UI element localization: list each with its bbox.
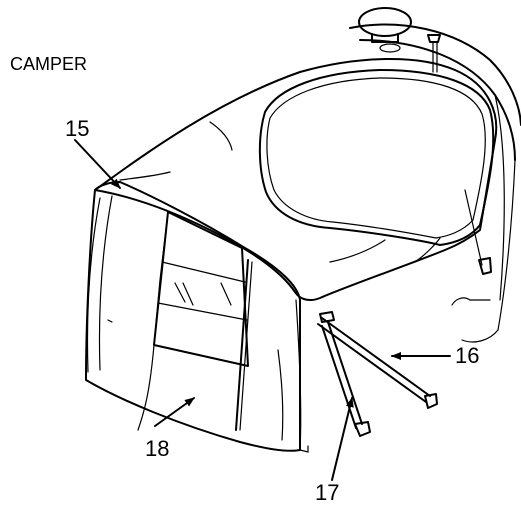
callout-18-label: 18 <box>145 436 170 461</box>
support-rods <box>317 311 438 437</box>
callout-17-label: 17 <box>315 480 340 505</box>
callout-16-label: 16 <box>455 343 480 368</box>
callout-15-arrow <box>74 139 121 189</box>
callout-15-label: 15 <box>65 116 90 141</box>
vehicle-body <box>349 23 521 343</box>
callout-18-arrow <box>154 397 195 427</box>
diagram-title: CAMPER <box>10 54 88 74</box>
camper-top <box>94 58 498 301</box>
side-enclosure <box>85 181 309 453</box>
callout-17-arrow <box>331 397 354 481</box>
roof-antenna <box>358 7 441 73</box>
